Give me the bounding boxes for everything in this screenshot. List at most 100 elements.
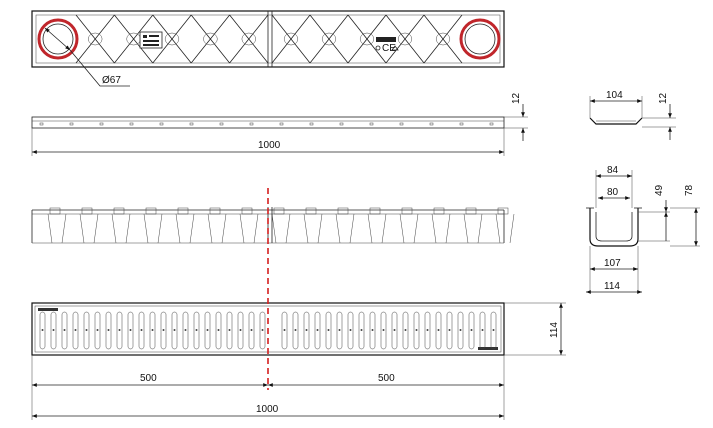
channel-rib (399, 213, 419, 244)
rib-line (423, 14, 463, 64)
side-slot (39, 122, 44, 126)
grate-slot-dot (492, 329, 495, 331)
grate-slot (347, 311, 354, 350)
channel-rib-top (177, 207, 189, 215)
grate-slot-dot (294, 329, 297, 331)
grate-slots (39, 311, 497, 350)
rib-node (164, 32, 180, 46)
grate-marking-plate (478, 347, 498, 350)
channel-rib-top (369, 207, 381, 215)
side-slot (219, 122, 224, 126)
channel-rib (239, 213, 259, 244)
grate-slot (83, 311, 90, 350)
rib-node (88, 32, 103, 46)
grate-slot (50, 311, 57, 350)
grate-slot-dot (52, 329, 55, 331)
grate-slot-dot (228, 329, 231, 331)
grate-slot-dot (96, 329, 99, 331)
total-length-label: 1000 (256, 404, 279, 415)
side-slot (99, 122, 104, 126)
grate-width-label: 104 (606, 90, 623, 101)
rib-node (283, 32, 299, 46)
channel-rib (79, 213, 99, 244)
grate-slot (259, 311, 266, 350)
grate-slot-dot (327, 329, 330, 331)
grate-slot-dot (140, 329, 143, 331)
rib-line (347, 14, 387, 64)
top-view-rib-pattern (75, 14, 463, 64)
rib-node (321, 32, 337, 46)
side-slot (429, 122, 434, 126)
grate-slot (479, 311, 486, 350)
grate-slot (204, 311, 211, 350)
grate-slot (457, 311, 464, 350)
grate-slot (391, 311, 398, 350)
grate-slot (127, 311, 134, 350)
grate-height-label: 12 (658, 92, 669, 104)
grate-slot-dot (151, 329, 154, 331)
channel-rib (495, 213, 515, 244)
channel-rib (143, 213, 163, 244)
rib-node (241, 32, 256, 46)
channel-rib-top (497, 207, 509, 215)
rib-node (435, 32, 451, 46)
grate-slot (39, 311, 46, 350)
grate-slot-dot (459, 329, 462, 331)
ce-mark: CE (382, 43, 396, 54)
right-outlet-hole (464, 23, 496, 55)
grate-slot (182, 311, 189, 350)
channel-rib (207, 213, 227, 244)
grate-slot-dot (470, 329, 473, 331)
grate-slot (237, 311, 244, 350)
grate-slot-dot (283, 329, 286, 331)
inner-depth-label: 49 (654, 184, 665, 196)
channel-rib-top (241, 207, 253, 215)
channel-rib-top (273, 207, 285, 215)
grate-slot-dot (404, 329, 407, 331)
grate-slot (226, 311, 233, 350)
grate-plan-width-label: 114 (549, 322, 560, 338)
channel-rib-top (49, 207, 61, 215)
grate-slot (149, 311, 156, 350)
grate-slot (402, 311, 409, 350)
grate-slot (72, 311, 79, 350)
side-slot (309, 122, 314, 126)
channel-rib (367, 213, 387, 244)
grate-slot (336, 311, 343, 350)
channel-ribs (47, 207, 515, 244)
side-slot (489, 122, 494, 126)
grate-slot-dot (184, 329, 187, 331)
grate-slot-dot (360, 329, 363, 331)
grate-slot (138, 311, 145, 350)
hole-leader-line (69, 49, 130, 87)
grate-slot-dot (239, 329, 242, 331)
rib-line (190, 14, 230, 64)
grate-plan-view: 114 500 500 1000 (31, 302, 566, 420)
rib-node (397, 32, 413, 46)
grate-slot-dot (437, 329, 440, 331)
side-length-label: 1000 (258, 140, 281, 151)
grate-slot-dot (316, 329, 319, 331)
grate-slot-dot (349, 329, 352, 331)
side-slot (279, 122, 284, 126)
grate-slot (193, 311, 200, 350)
side-height-label: 12 (511, 92, 522, 104)
grate-slot (292, 311, 299, 350)
label-plate-icon (139, 31, 163, 49)
side-view-grate: 12 1000 (31, 92, 528, 156)
grate-slot-dot (338, 329, 341, 331)
grate-slot (94, 311, 101, 350)
grate-slot (325, 311, 332, 350)
grate-slot-dot (371, 329, 374, 331)
grate-slot-dot (206, 329, 209, 331)
channel-rib-top (209, 207, 221, 215)
rib-node (359, 32, 375, 46)
grate-slot-dot (382, 329, 385, 331)
grate-slot (215, 311, 222, 350)
channel-rib-top (337, 207, 349, 215)
grate-slot (435, 311, 442, 350)
side-grate-outline (31, 116, 505, 129)
grate-slot-dot (173, 329, 176, 331)
grate-slot-dot (63, 329, 66, 331)
grate-slot (358, 311, 365, 350)
